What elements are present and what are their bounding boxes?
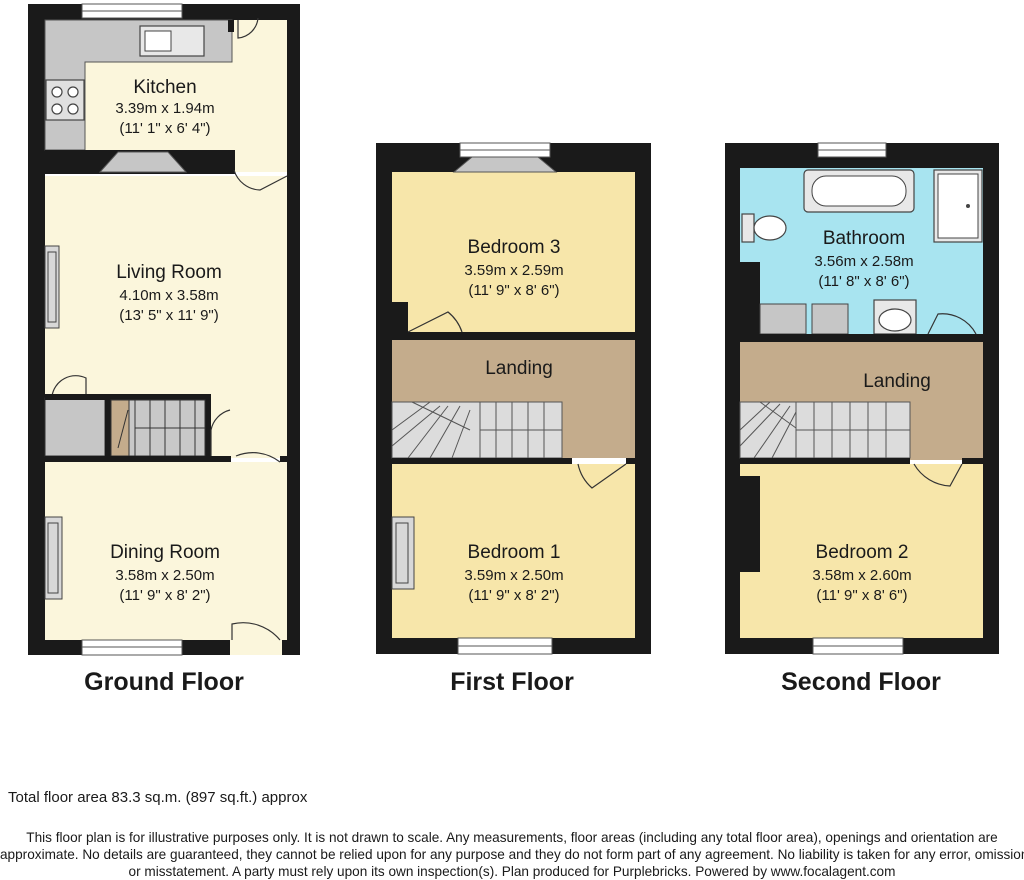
bedroom-2-door (913, 463, 963, 487)
ground-floor-plan (28, 3, 300, 656)
disclaimer-line: This floor plan is for illustrative purp… (26, 830, 998, 845)
bedroom-3-floor (392, 172, 635, 332)
bathroom-door (927, 313, 977, 335)
basins (759, 303, 849, 335)
bedroom-2-metric: 3.58m x 2.60m (812, 567, 911, 584)
disclaimer-line: or misstatement. A party must rely upon … (128, 864, 896, 879)
disclaimer-line: approximate. No details are guaranteed, … (0, 847, 1024, 862)
bedroom-2-imperial: (11' 9" x 8' 6") (816, 587, 907, 604)
living-dining-wall (45, 456, 231, 462)
second-landing-name: Landing (863, 371, 931, 392)
stair-door (210, 409, 231, 456)
living-door (233, 169, 288, 191)
living-fireplace (44, 245, 60, 329)
bedroom-1-name: Bedroom 1 (468, 542, 561, 563)
bedroom-1-imperial: (11' 9" x 8' 2") (468, 587, 559, 604)
kitchen-door (237, 17, 259, 39)
floor-plan: Kitchen 3.39m x 1.94m (11' 1" x 6' 4") L… (28, 3, 999, 696)
bedroom-3-imperial: (11' 9" x 8' 6") (468, 282, 559, 299)
hatch-window (98, 151, 188, 173)
bathroom-landing-wall (740, 334, 983, 342)
bedroom-3-name: Bedroom 3 (468, 237, 561, 258)
front-door (231, 622, 281, 641)
sink-bowl (144, 30, 172, 52)
living-room-name: Living Room (116, 262, 222, 283)
second-floor-stairs (739, 401, 911, 459)
disclaimer: This floor plan is for illustrative purp… (0, 829, 1024, 880)
kitchen-name: Kitchen (133, 77, 196, 98)
bedroom-1-fireplace (391, 516, 415, 590)
bedroom-3-landing-wall (392, 332, 635, 340)
dining-room-metric: 3.58m x 2.50m (115, 567, 214, 584)
first-floor-stairs (391, 401, 563, 459)
ground-stairs (110, 399, 206, 457)
kitchen-metric: 3.39m x 1.94m (115, 100, 214, 117)
hob (45, 79, 85, 121)
ground-floor-title: Ground Floor (84, 668, 244, 696)
internal-wall (45, 394, 211, 400)
landing-bedroom-2-wall (740, 458, 910, 464)
bedroom-3-door (407, 311, 463, 333)
bedroom-1-metric: 3.59m x 2.50m (464, 567, 563, 584)
bathroom-name: Bathroom (823, 228, 905, 249)
second-floor-plan (725, 142, 999, 655)
dining-room-floor (45, 462, 287, 640)
living-room-metric: 4.10m x 3.58m (119, 287, 218, 304)
dining-room-imperial: (11' 9" x 8' 2") (119, 587, 210, 604)
total-floor-area: Total floor area 83.3 sq.m. (897 sq.ft.)… (8, 789, 308, 806)
first-floor-plan (376, 142, 651, 655)
first-floor-title: First Floor (450, 668, 574, 696)
cupboard-door (51, 375, 87, 397)
first-landing-name: Landing (485, 358, 553, 379)
toilet (741, 213, 787, 243)
living-room-imperial: (13' 5" x 11' 9") (119, 307, 218, 324)
bedroom-1-floor (392, 464, 635, 638)
bedroom-3-window-sill (452, 156, 558, 173)
second-floor-title: Second Floor (781, 668, 941, 696)
landing-bedroom-1-wall (392, 458, 572, 464)
kitchen-side-wall (228, 20, 234, 32)
under-stairs-cupboard (44, 397, 106, 457)
bathroom-metric: 3.56m x 2.58m (814, 253, 913, 270)
bedroom-3-metric: 3.59m x 2.59m (464, 262, 563, 279)
front-door-gap (230, 640, 282, 655)
bathroom-imperial: (11' 8" x 8' 6") (818, 273, 909, 290)
dining-room-name: Dining Room (110, 542, 220, 563)
bathroom-side-wall (740, 262, 760, 342)
bedroom-2-chimney (740, 476, 760, 572)
bedroom-2-name: Bedroom 2 (816, 542, 909, 563)
basin-sink (873, 299, 917, 335)
kitchen-imperial: (11' 1" x 6' 4") (119, 120, 210, 137)
bedroom-2-floor (740, 464, 983, 638)
bedroom-1-door (577, 463, 627, 489)
dining-door (235, 452, 281, 463)
